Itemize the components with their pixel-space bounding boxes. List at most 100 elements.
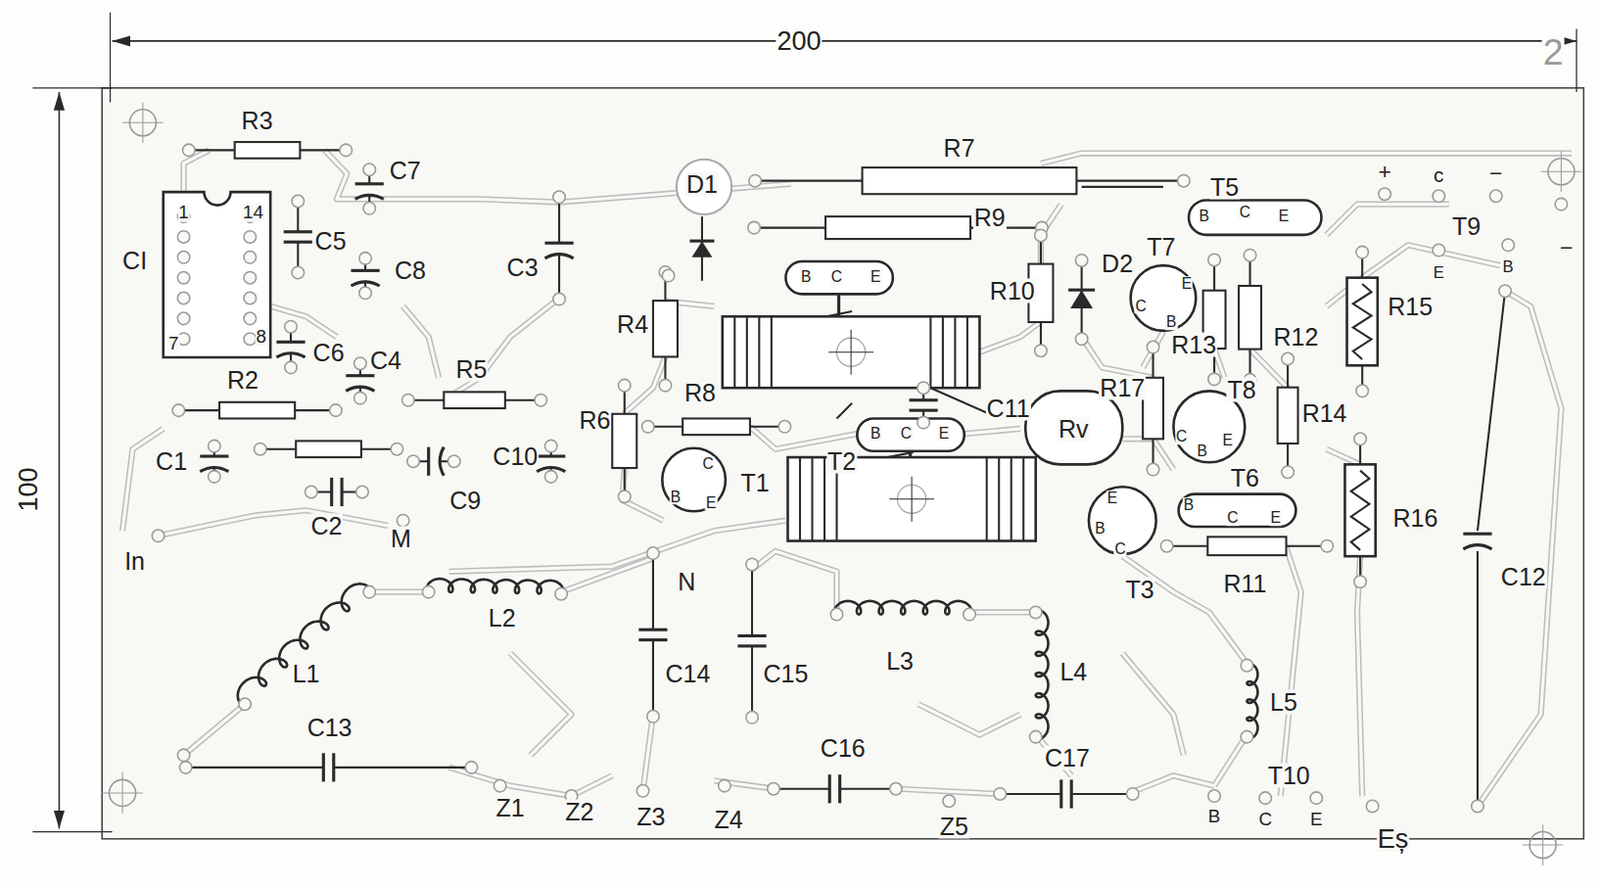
trace-fill (561, 558, 654, 592)
capacitor-lead (1071, 793, 1133, 796)
solder-pad (493, 779, 507, 793)
part-label: C (1175, 428, 1188, 445)
solder-pad (243, 271, 257, 284)
solder-pad (890, 782, 903, 796)
heatsink-fin (770, 316, 773, 388)
inductor-symbol (834, 601, 972, 615)
part-label: L3 (885, 649, 915, 674)
resistor-symbol (295, 440, 362, 458)
part-label: T9 (1451, 214, 1482, 239)
part-label: C (1133, 298, 1147, 315)
part-label: C15 (761, 660, 809, 686)
part-label: Rv (1057, 416, 1090, 441)
solder-pad (1208, 373, 1222, 386)
capacitor-lead (1477, 290, 1506, 531)
solder-pad (1432, 189, 1446, 203)
part-label: E (1277, 208, 1290, 225)
solder-pad (177, 231, 190, 244)
solder-pad (151, 529, 165, 543)
solder-pad (177, 291, 190, 305)
capacitor-lead (652, 553, 655, 630)
solder-pad (1029, 730, 1042, 744)
solder-pad (1310, 792, 1323, 805)
part-label: T10 (1267, 763, 1312, 789)
trace-fill (1326, 449, 1361, 466)
part-label: C1 (154, 449, 189, 474)
solder-pad (658, 378, 672, 392)
solder-pad (1240, 658, 1254, 672)
part-label: C4 (369, 347, 403, 373)
resistor-symbol (825, 216, 971, 239)
solder-pad (1035, 229, 1048, 242)
solder-pad (284, 320, 298, 333)
heatsink-fin (799, 457, 801, 541)
part-label: M (389, 526, 413, 552)
part-label: R3 (240, 108, 275, 134)
resistor-symbol (611, 414, 637, 469)
part-label: L5 (1269, 690, 1299, 715)
part-label: T5 (1209, 174, 1240, 199)
trace-fill (1122, 653, 1184, 755)
solder-pad (177, 749, 190, 762)
solder-pad (636, 785, 650, 799)
part-label: R4 (615, 312, 650, 337)
solder-pad (553, 190, 566, 204)
part-label: C (830, 270, 844, 286)
trace-outline (367, 588, 429, 595)
solder-pad (749, 174, 762, 188)
trace-outline (752, 551, 837, 613)
solder-pad (407, 455, 421, 469)
solder-pad (1281, 352, 1295, 366)
trace-outline (158, 510, 388, 536)
solder-pad (767, 782, 781, 796)
capacitor-lead (751, 564, 753, 636)
part-label: R16 (1391, 506, 1439, 531)
part-label: C3 (506, 255, 540, 281)
trace-fill (122, 428, 164, 531)
part-label: T1 (740, 470, 771, 495)
part-label: R5 (454, 357, 488, 382)
solder-pad (396, 514, 410, 527)
trace-fill (1214, 735, 1247, 787)
part-label: B (1182, 497, 1195, 514)
part-label: C (1257, 809, 1273, 829)
trace-fill (918, 704, 1021, 735)
solder-pad (177, 271, 190, 284)
solder-pad (830, 608, 844, 621)
dimension-line (58, 92, 61, 829)
part-label: C10 (491, 443, 539, 469)
heatsink-fin (823, 457, 826, 541)
solder-pad (465, 761, 478, 775)
solder-pad (544, 439, 558, 453)
inductor-symbol (1246, 663, 1258, 739)
trace-fill (1128, 775, 1216, 795)
solder-pad (363, 585, 377, 599)
part-label: B (869, 425, 882, 442)
solder-pad (746, 558, 759, 571)
part-label: B (1197, 208, 1210, 225)
part-label: E (1180, 276, 1193, 292)
solder-pad (1502, 238, 1515, 252)
solder-pad (363, 202, 377, 216)
part-label: In (123, 549, 146, 574)
capacitor-lead (1476, 551, 1479, 807)
trace-fill (750, 426, 857, 450)
part-label: Z3 (635, 803, 666, 829)
diode-bar (1068, 288, 1095, 292)
trace-outline (443, 298, 560, 401)
resistor-symbol (1238, 285, 1262, 350)
solder-pad (1281, 466, 1295, 479)
wire (837, 403, 853, 420)
solder-pad (356, 485, 370, 499)
solder-pad (354, 357, 368, 371)
heatsink-fin (929, 316, 932, 388)
solder-pad (354, 391, 368, 405)
solder-pad (544, 470, 558, 484)
heatsink-fin (746, 316, 749, 388)
part-label: R11 (1222, 571, 1268, 597)
crosshair (101, 772, 143, 814)
solder-pad (1146, 463, 1160, 476)
crosshair (122, 101, 164, 143)
transistor-outline (1188, 199, 1321, 235)
solder-pad (647, 710, 660, 724)
